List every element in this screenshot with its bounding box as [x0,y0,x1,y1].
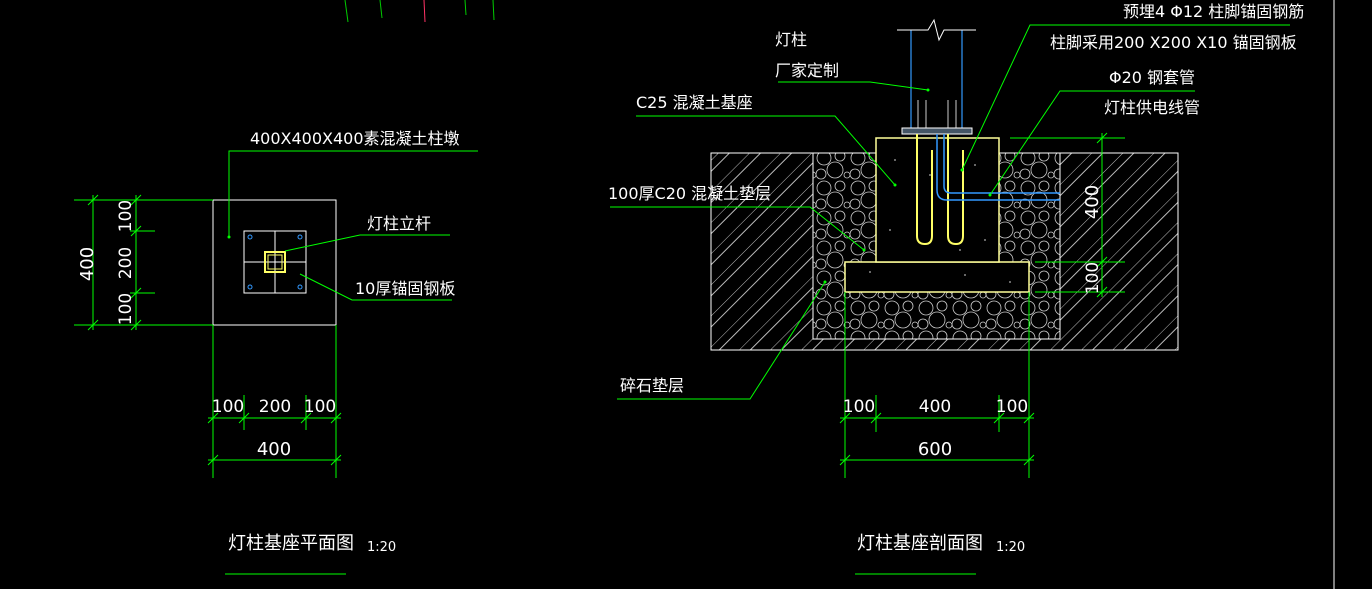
pier-leader [228,150,478,237]
gravel-label: 碎石垫层 [620,376,684,395]
pole-leader-section [778,81,929,91]
section-right-dimensions [1010,132,1125,298]
c25-leader [636,115,896,186]
plate-label: 10厚锚固钢板 [355,279,455,298]
c20-pad [844,261,1030,293]
plan-dim-bottom-b: 200 [259,397,291,417]
bolt-icon [297,284,303,290]
anchor-label-2: 柱脚采用200 X200 X10 锚固钢板 [1050,33,1297,52]
c20-leader [610,206,865,251]
section-scale: 1:20 [996,540,1025,555]
plan-pier-outline [212,199,337,326]
anchor-leader [961,24,1290,171]
plan-scale: 1:20 [367,540,396,555]
anchor-bar-right [947,134,964,246]
section-bottom-dimensions [839,292,1035,478]
section-pole-label-2: 厂家定制 [775,61,839,80]
section-view: 灯柱 厂家定制 预埋4 Φ12 柱脚锚固钢筋 柱脚采用200 X200 X10 … [608,2,1304,575]
plan-dim-bottom-c: 100 [304,397,336,417]
top-edge-lines [344,0,495,23]
plan-dim-bottom-a: 100 [212,397,244,417]
gravel-leader [617,281,826,400]
plan-dim-bottom-total: 400 [257,439,291,460]
plan-dim-left-c: 100 [116,293,136,325]
plan-left-dimensions [74,194,213,331]
c25-label: C25 混凝土基座 [636,93,753,112]
plan-view: 400X400X400素混凝土柱墩 灯柱立杆 10厚锚固钢板 400 100 2… [74,129,478,575]
section-dim-right-upper: 400 [1082,185,1103,219]
plan-dim-left-b: 200 [116,247,136,279]
plan-dim-left-a: 100 [116,200,136,232]
bolt-icon [297,234,303,240]
c20-label: 100厚C20 混凝土垫层 [608,184,771,203]
pole-label: 灯柱立杆 [367,214,431,233]
anchor-bar-left [916,134,933,246]
section-dim-right-lower: 100 [1083,262,1103,294]
bolt-icon [247,234,253,240]
plan-dim-left-total: 400 [77,247,98,281]
conduit-inner [943,134,1060,194]
section-dim-bottom-a: 100 [843,397,875,417]
plan-title: 灯柱基座平面图 [228,533,354,554]
conduit-outer [936,134,1060,201]
section-dim-bottom-c: 100 [996,397,1028,417]
plan-pole-section [264,251,286,273]
bolt-icon [247,284,253,290]
break-line [897,18,976,42]
plate-leader [299,273,452,301]
sleeve-label-2: 灯柱供电线管 [1104,98,1200,117]
sleeve-label-1: Φ20 钢套管 [1109,68,1195,87]
concrete-speckle [869,159,1011,283]
section-pole-label-1: 灯柱 [775,30,807,49]
pier-label: 400X400X400素混凝土柱墩 [250,129,460,148]
anchor-label-1: 预埋4 Φ12 柱脚锚固钢筋 [1123,2,1304,21]
sleeve-leader [989,90,1195,196]
plan-bottom-dimensions [207,325,342,478]
anchor-plate [901,127,973,135]
pole-leader [284,234,450,252]
section-dim-bottom-total: 600 [918,439,952,460]
section-dim-bottom-b: 400 [919,397,951,417]
section-title: 灯柱基座剖面图 [857,533,983,554]
